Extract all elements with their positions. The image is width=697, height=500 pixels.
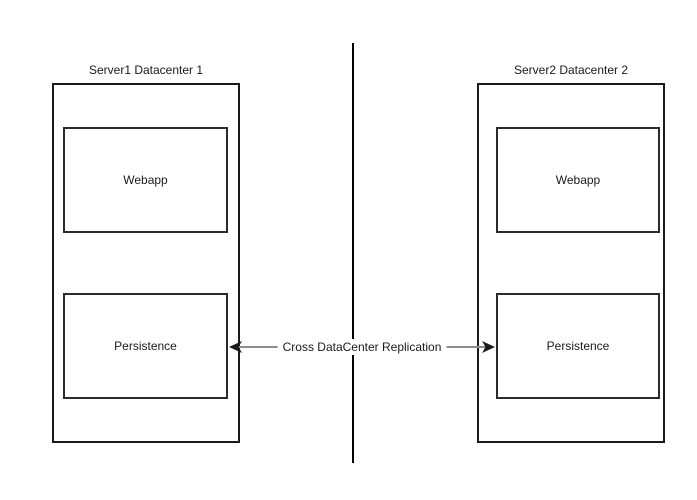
datacenter-2-persistence-box: Persistence xyxy=(496,293,660,399)
replication-label: Cross DataCenter Replication xyxy=(277,339,447,355)
arrow-left-head-icon xyxy=(229,341,242,353)
datacenter-1-webapp-label: Webapp xyxy=(123,173,168,187)
datacenter-2-webapp-label: Webapp xyxy=(555,173,601,187)
arrow-right-head-icon xyxy=(482,341,495,353)
datacenter-1-persistence-label: Persistence xyxy=(114,339,177,353)
datacenter-2-title: Server2 Datacenter 2 xyxy=(513,63,629,77)
datacenter-1-webapp-box: Webapp xyxy=(63,127,228,233)
datacenter-1-persistence-box: Persistence xyxy=(63,293,228,399)
datacenter-2-webapp-box: Webapp xyxy=(496,127,660,233)
datacenter-2-persistence-label: Persistence xyxy=(546,339,610,353)
datacenter-separator-line xyxy=(352,43,354,463)
datacenter-1-title: Server1 Datacenter 1 xyxy=(88,63,204,77)
